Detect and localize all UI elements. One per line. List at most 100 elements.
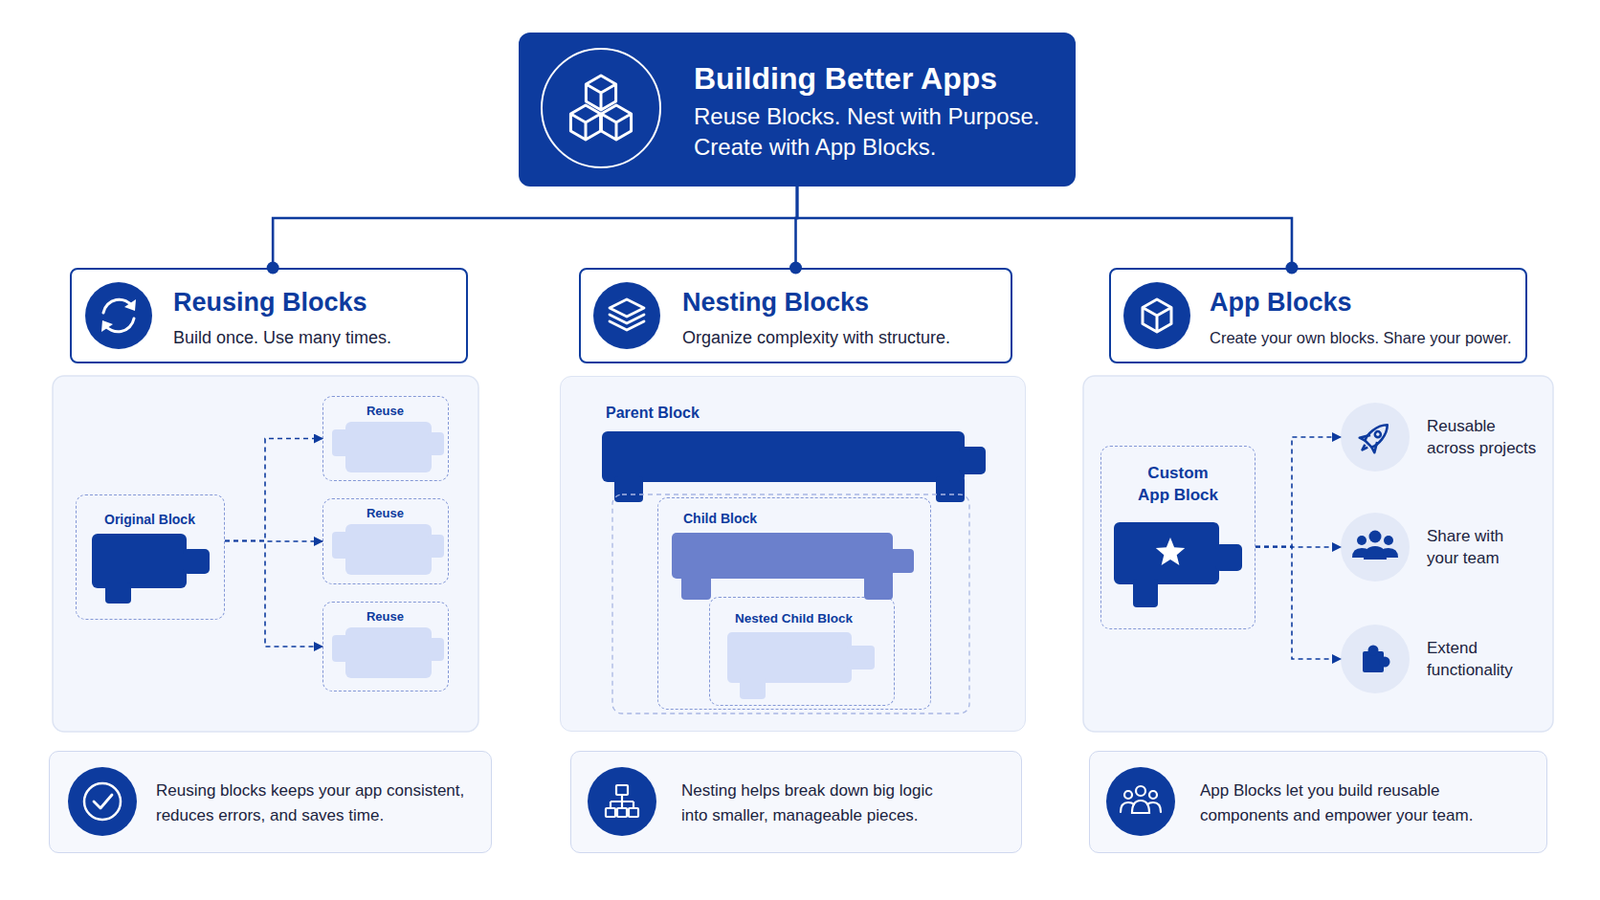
node-label: Reuse — [323, 403, 447, 420]
connector-dot — [266, 262, 280, 275]
node-body-text: Create your own blocks. Share your power… — [1209, 328, 1512, 349]
dashed-arrow — [224, 540, 323, 647]
node-label: Child Block — [683, 510, 757, 528]
reuse-pieces — [332, 422, 445, 679]
app-panel — [1083, 376, 1554, 733]
summary-note: Reusing blocks keeps your app consistent… — [48, 751, 492, 854]
piece-leg — [614, 476, 644, 503]
refresh-icon — [103, 299, 134, 333]
connector-layer — [224, 186, 1341, 660]
parent-block-panel: Parent BlockChild BlockNested Child Bloc… — [559, 376, 1026, 733]
check-icon — [93, 795, 112, 809]
node-label: Nesting helps break down big logic into … — [681, 778, 950, 829]
check-ring — [84, 783, 121, 821]
custom-app-block: Custom App Block — [1100, 445, 1256, 630]
team-icon — [1352, 531, 1399, 561]
piece-tab — [427, 638, 445, 662]
node-body-text: Organize complexity with structure. — [682, 327, 951, 350]
node-body-text: Reuse Blocks. Nest with Purpose. Create … — [693, 101, 1072, 163]
piece-tab — [332, 532, 352, 559]
section-header: App BlocksCreate your own blocks. Share … — [1109, 267, 1528, 364]
hierarchy-box — [605, 808, 616, 818]
people-icon — [1120, 786, 1161, 814]
hierarchy-box — [616, 785, 628, 796]
piece-leg — [681, 573, 712, 600]
piece-leg — [864, 573, 893, 600]
piece-tab — [427, 432, 445, 456]
person-body — [1381, 548, 1399, 558]
icon-circle — [1106, 767, 1176, 837]
rocket-body — [1363, 420, 1392, 448]
piece-leg — [739, 677, 766, 700]
child-block: Child BlockNested Child Block — [657, 497, 932, 711]
node-label: Share with your team — [1426, 525, 1523, 570]
reuse-block: Reuse — [322, 498, 449, 585]
piece-tab — [427, 534, 445, 558]
section-header: Nesting BlocksOrganize complexity with s… — [578, 267, 1013, 364]
piece-tab — [1215, 544, 1243, 572]
node-label: Reusing Blocks — [173, 286, 368, 319]
summary-note: App Blocks let you build reusable compon… — [1088, 751, 1548, 854]
icon-circle — [1123, 282, 1191, 350]
puzzle-knob — [1368, 645, 1379, 657]
piece-leg — [105, 582, 132, 604]
feature-icon: Reusable across projects — [1340, 402, 1410, 472]
cube-shape — [585, 75, 616, 111]
puzzle-icon — [1362, 645, 1391, 674]
node-label: Extend functionality — [1426, 637, 1542, 682]
feature-icon: Extend functionality — [1340, 624, 1410, 694]
node-label: Reuse — [323, 609, 447, 625]
icon-circle — [593, 282, 661, 350]
summary-note: Nesting helps break down big logic into … — [570, 751, 1023, 854]
piece-tab — [888, 549, 914, 574]
piece-tab — [332, 635, 352, 663]
star-icon — [1155, 537, 1185, 566]
rocket-icon — [1355, 417, 1396, 458]
node-label: Nested Child Block — [734, 610, 853, 627]
reuse-panel — [52, 376, 479, 733]
piece-body — [671, 533, 893, 579]
node-label: Custom App Block — [1133, 462, 1223, 507]
title-box: Building Better AppsReuse Blocks. Nest w… — [518, 32, 1076, 187]
node-label: Building Better Apps — [693, 59, 998, 98]
node-label: Reusing blocks keeps your app consistent… — [155, 778, 491, 829]
node-label: Reuse — [323, 506, 447, 522]
node-body-text: Build once. Use many times. — [173, 327, 392, 350]
original-block: Original Block — [75, 494, 225, 621]
tree-connector — [796, 186, 799, 268]
person-body — [1363, 546, 1387, 560]
person-head — [1369, 531, 1382, 544]
cube-shape — [600, 105, 631, 140]
section-header: Reusing BlocksBuild once. Use many times… — [69, 267, 468, 364]
parent-outline — [612, 494, 970, 714]
node-label: Parent Block — [605, 403, 700, 423]
nested-piece — [727, 632, 875, 700]
dashed-arrow — [224, 439, 323, 542]
nested-child-block: Nested Child Block — [709, 597, 895, 707]
hierarchy-lines — [610, 795, 634, 809]
person-head — [1124, 791, 1133, 800]
feature-icon: Share with your team — [1340, 512, 1410, 582]
cube-shape — [570, 105, 600, 140]
dashed-arrow — [224, 540, 323, 543]
person-head — [1149, 791, 1157, 800]
node-label: App Blocks — [1209, 286, 1353, 319]
person-body — [1352, 548, 1369, 558]
custom-piece — [1113, 522, 1243, 608]
hierarchy-icon — [605, 785, 639, 818]
puzzle-knob — [1379, 657, 1391, 668]
reuse-block: Reuse — [322, 601, 449, 692]
tree-connector — [797, 186, 1292, 268]
node-label: Original Block — [76, 511, 223, 529]
piece-body — [727, 632, 852, 684]
icon-ring — [541, 48, 661, 168]
rocket-fins — [1355, 431, 1382, 459]
original-piece — [91, 533, 210, 604]
layers-icon — [609, 299, 645, 331]
piece-body — [345, 627, 432, 679]
puzzle-body — [1362, 651, 1384, 673]
person-body — [1120, 802, 1134, 813]
dashed-arrow — [1255, 437, 1341, 548]
reuse-block: Reuse — [322, 396, 449, 482]
